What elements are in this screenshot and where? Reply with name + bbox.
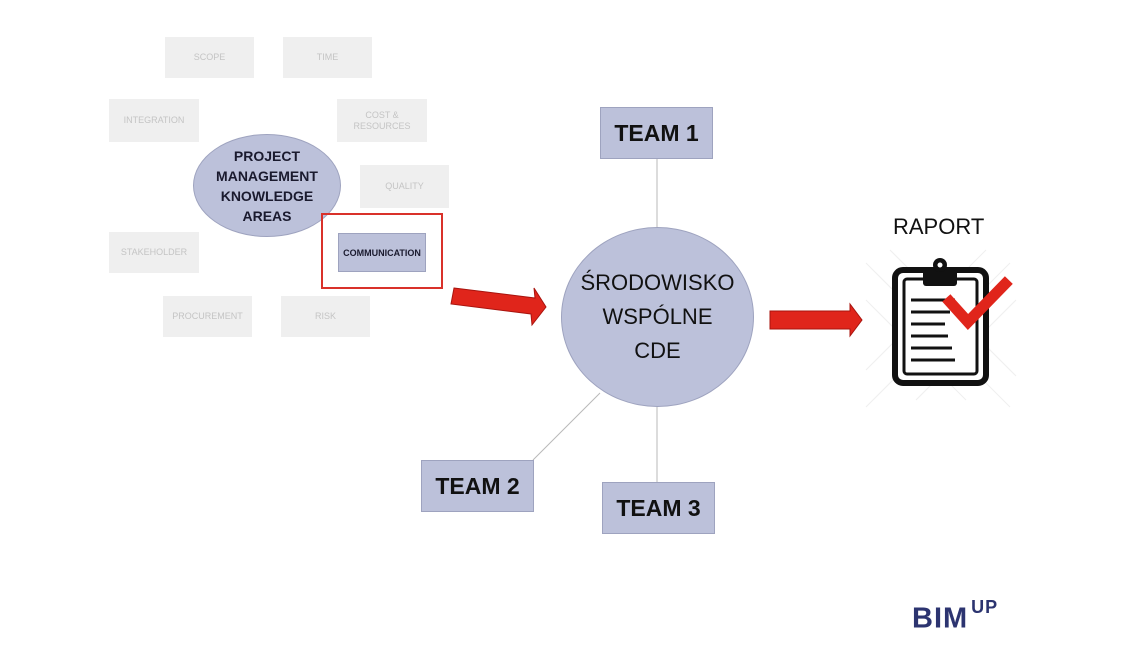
cde-circle: ŚRODOWISKO WSPÓLNE CDE bbox=[561, 227, 754, 407]
team-1-box: TEAM 1 bbox=[600, 107, 713, 159]
cde-line3: CDE bbox=[634, 338, 681, 363]
logo-sup-text: UP bbox=[971, 597, 999, 617]
cde-line1: ŚRODOWISKO bbox=[580, 270, 735, 295]
area-integration-label: INTEGRATION bbox=[123, 115, 185, 125]
team-3-label: TEAM 3 bbox=[616, 494, 701, 521]
communication-highlight-frame bbox=[321, 213, 443, 289]
knowledge-areas-oval: PROJECT MANAGEMENT KNOWLEDGE AREAS bbox=[193, 134, 341, 237]
arrow-to-cde bbox=[450, 287, 547, 327]
area-scope: SCOPE bbox=[165, 37, 254, 78]
area-procurement: PROCUREMENT bbox=[163, 296, 252, 337]
communication-box: COMMUNICATION bbox=[338, 233, 426, 272]
team-3-box: TEAM 3 bbox=[602, 482, 715, 534]
team-1-label: TEAM 1 bbox=[614, 119, 699, 146]
connector-team2 bbox=[532, 392, 601, 461]
knowledge-areas-line2: MANAGEMENT bbox=[216, 167, 318, 184]
area-cost-resources: COST & RESOURCES bbox=[337, 99, 427, 142]
area-risk: RISK bbox=[281, 296, 370, 337]
cde-line2: WSPÓLNE bbox=[602, 304, 713, 329]
area-risk-label: RISK bbox=[314, 311, 336, 321]
area-scope-label: SCOPE bbox=[193, 52, 226, 62]
area-stakeholder-label: STAKEHOLDER bbox=[120, 247, 188, 257]
knowledge-areas-line1: PROJECT bbox=[233, 147, 301, 164]
knowledge-areas-line3: KNOWLEDGE bbox=[220, 187, 314, 204]
area-procurement-label: PROCUREMENT bbox=[172, 311, 243, 321]
area-quality: QUALITY bbox=[360, 165, 449, 208]
area-time-label: TIME bbox=[316, 52, 339, 62]
area-cost-label-line2: RESOURCES bbox=[353, 120, 411, 131]
logo-main-text: BIM bbox=[912, 602, 969, 635]
clipboard-check-icon bbox=[865, 249, 1017, 408]
knowledge-areas-line4: AREAS bbox=[242, 207, 292, 224]
area-integration: INTEGRATION bbox=[109, 99, 199, 142]
communication-label: COMMUNICATION bbox=[343, 247, 421, 258]
area-stakeholder: STAKEHOLDER bbox=[109, 232, 199, 273]
team-2-box: TEAM 2 bbox=[421, 460, 534, 512]
raport-label: RAPORT bbox=[893, 214, 985, 239]
area-quality-label: QUALITY bbox=[385, 181, 424, 191]
area-time: TIME bbox=[283, 37, 372, 78]
team-2-label: TEAM 2 bbox=[435, 472, 520, 499]
arrow-to-raport bbox=[769, 302, 863, 338]
area-cost-label-line1: COST & bbox=[365, 109, 399, 120]
